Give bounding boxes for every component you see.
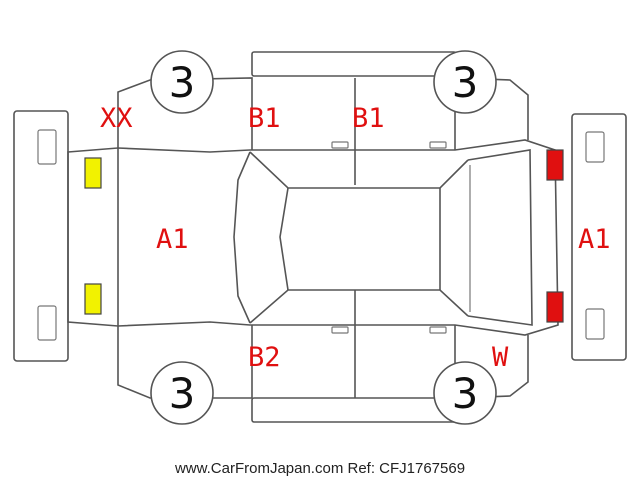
top-side-panel — [251, 51, 457, 77]
tire-front-bottom: 3 — [150, 361, 214, 425]
label-rear-door-top: B1 — [352, 103, 385, 134]
label-front-door-bottom: B2 — [248, 342, 281, 373]
bottom-side-panel — [251, 397, 457, 423]
label-hood: A1 — [156, 224, 189, 255]
tire-front-top-number: 3 — [169, 58, 196, 107]
front-lamp-bottom — [84, 283, 102, 315]
rear-lamp-top — [546, 149, 564, 181]
tire-rear-top: 3 — [433, 50, 497, 114]
label-rear-bumper: A1 — [578, 224, 611, 255]
car-body — [67, 77, 559, 399]
label-front-door-top: B1 — [248, 103, 281, 134]
rear-lamp-bottom — [546, 291, 564, 323]
footer-reference: www.CarFromJapan.com Ref: CFJ1767569 — [174, 460, 465, 477]
front-bumper — [13, 110, 69, 362]
front-lamp-top — [84, 157, 102, 189]
tire-rear-bottom-number: 3 — [452, 369, 479, 418]
tire-front-bottom-number: 3 — [169, 369, 196, 418]
tire-rear-top-number: 3 — [452, 58, 479, 107]
rear-bumper — [571, 113, 627, 361]
tire-rear-bottom: 3 — [433, 361, 497, 425]
label-front-corner-top: XX — [100, 103, 133, 134]
label-rear-corner-bottom: W — [492, 342, 509, 373]
tire-front-top: 3 — [150, 50, 214, 114]
